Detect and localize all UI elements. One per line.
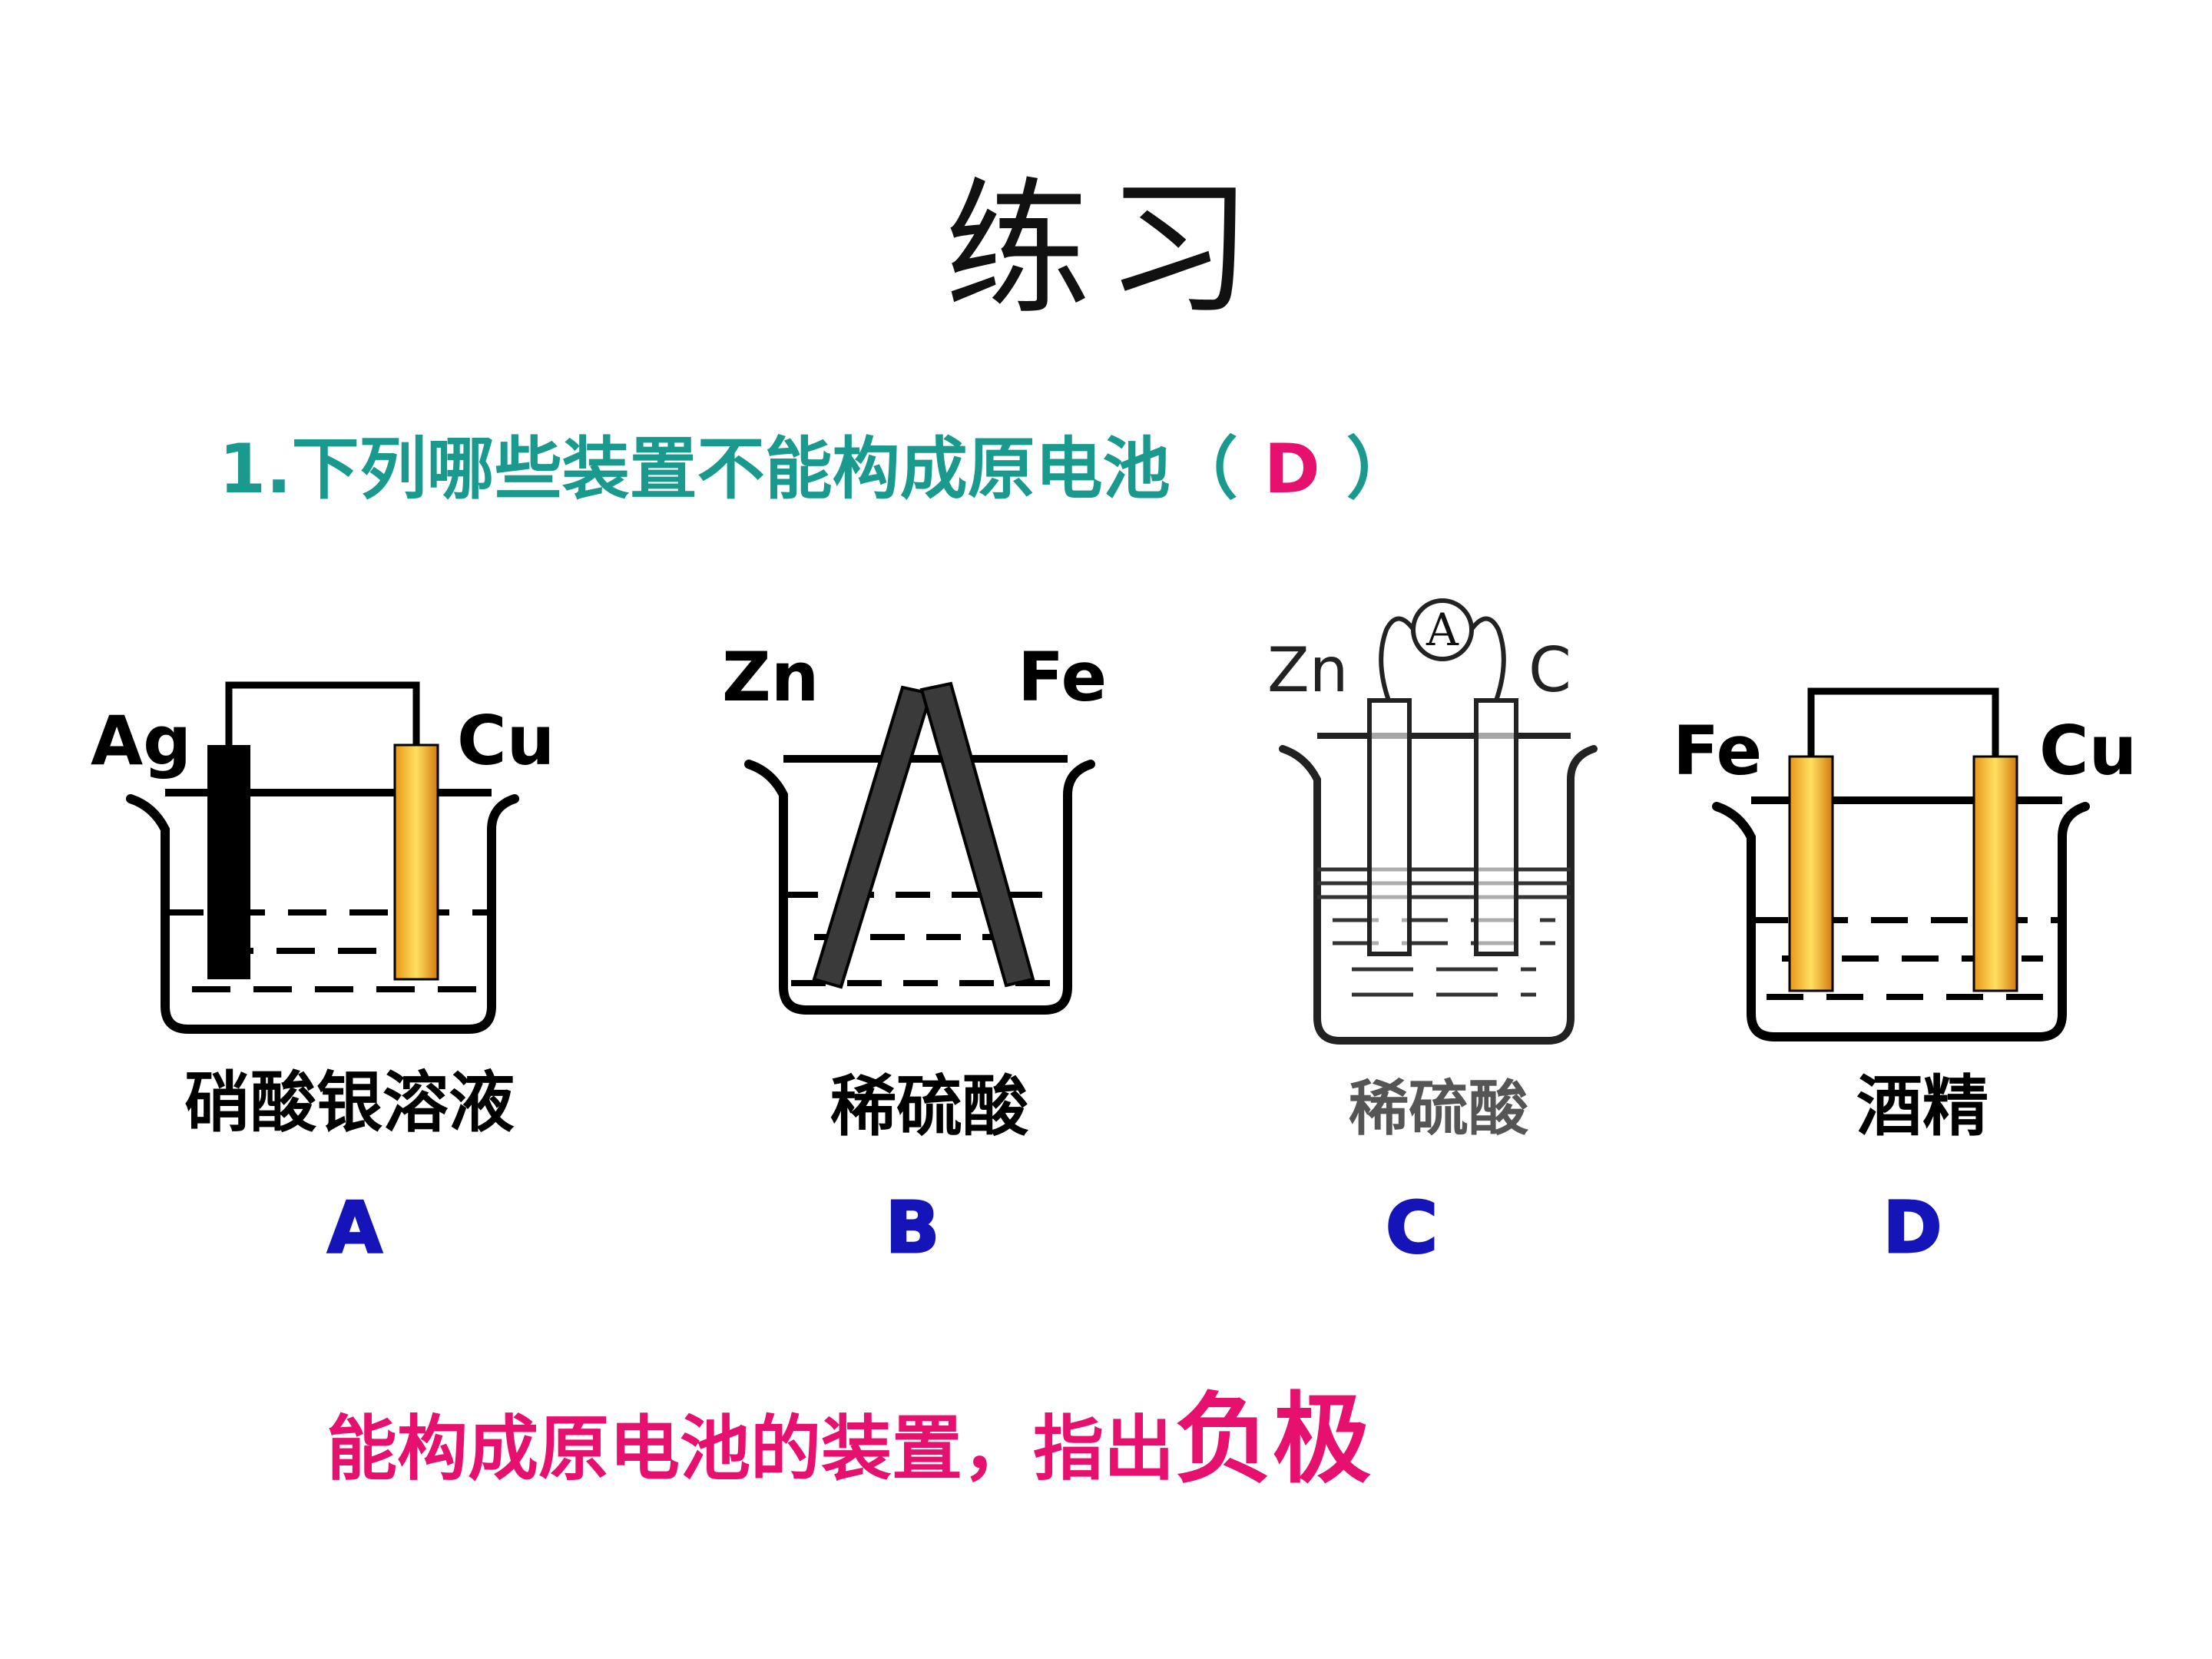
label-zn-b: Zn	[722, 637, 819, 717]
wire-c-right	[1468, 616, 1506, 701]
strip-zn	[812, 685, 933, 989]
label-zn-c: Zn	[1267, 634, 1349, 706]
device-a: Ag Cu 硝酸银溶液 A	[91, 681, 555, 1270]
device-d: Fe Cu 酒精 D	[1673, 687, 2137, 1270]
wire-c-left	[1379, 616, 1417, 701]
beaker-c	[1279, 745, 1598, 1045]
bottom-prompt-emphasis: 负极	[1174, 1382, 1372, 1497]
beaker-a	[126, 794, 519, 1034]
solution-c: 稀硫酸	[1349, 1075, 1529, 1144]
strip-fe	[919, 681, 1035, 988]
label-ag: Ag	[91, 701, 191, 780]
beaker-b	[744, 760, 1095, 1015]
question-text: 1.下列哪些装置不能构成原电池（ D ）	[219, 415, 1414, 512]
question-answer: D	[1263, 429, 1320, 508]
label-cu-a: Cu	[457, 701, 555, 780]
wire-d	[1807, 687, 1999, 804]
letter-c: C	[1386, 1187, 1438, 1269]
wire-a	[225, 681, 420, 796]
letter-d: D	[1883, 1187, 1942, 1269]
bottom-prompt-text: 能构成原电池的装置，指出	[326, 1408, 1175, 1490]
electrode-c-c	[1474, 698, 1518, 956]
question-suffix: ）	[1346, 429, 1414, 508]
electrode-zn-c	[1367, 698, 1412, 956]
label-cu-d: Cu	[2039, 711, 2137, 790]
label-c-c: C	[1528, 634, 1571, 706]
liquid-c	[1317, 867, 1571, 997]
beaker-d	[1712, 802, 2090, 1041]
ammeter-label: A	[1426, 604, 1459, 656]
device-b: Zn Fe 稀硫酸 B	[722, 637, 1107, 1270]
bottom-prompt: 能构成原电池的装置，指出负极	[326, 1359, 1371, 1502]
label-fe-d: Fe	[1673, 711, 1762, 790]
electrode-cu-d	[1972, 755, 2018, 992]
electrode-cu-a	[393, 743, 439, 981]
electrode-fe-d	[1788, 755, 1834, 992]
electrode-ag	[207, 745, 250, 979]
ammeter	[1411, 598, 1474, 661]
slide-title: 练习	[944, 164, 1267, 334]
label-fe-b: Fe	[1018, 637, 1107, 717]
solution-a: 硝酸银溶液	[184, 1065, 515, 1141]
question-prefix: 1.下列哪些装置不能构成原电池（	[219, 429, 1238, 508]
letter-a: A	[327, 1187, 382, 1269]
solution-d: 酒精	[1856, 1068, 1988, 1145]
letter-b: B	[886, 1187, 939, 1269]
solution-b: 稀硫酸	[830, 1068, 1029, 1145]
device-c: A Zn C 稀硫酸 C	[1267, 598, 1598, 1270]
